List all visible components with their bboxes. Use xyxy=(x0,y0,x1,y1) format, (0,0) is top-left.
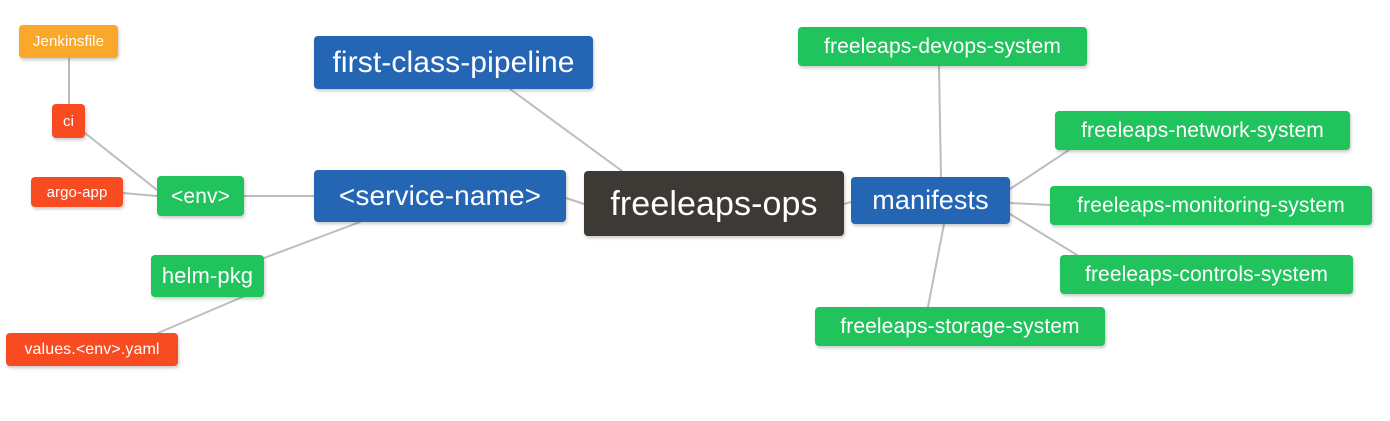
edge-service-name-to-freeleaps-ops xyxy=(565,197,585,205)
node-label: freeleaps-network-system xyxy=(1081,119,1324,142)
edge-argo-app-to-env xyxy=(122,192,158,197)
node-label: <env> xyxy=(171,184,230,208)
node-freeleaps-controls-system[interactable]: freeleaps-controls-system xyxy=(1060,255,1353,294)
edge-helm-pkg-to-service-name xyxy=(263,221,361,259)
node-env[interactable]: <env> xyxy=(157,176,244,216)
node-first-class-pipeline[interactable]: first-class-pipeline xyxy=(314,36,593,89)
node-service-name[interactable]: <service-name> xyxy=(314,170,566,222)
node-label: first-class-pipeline xyxy=(332,45,575,79)
node-label: freeleaps-controls-system xyxy=(1085,263,1328,286)
node-label: freeleaps-monitoring-system xyxy=(1077,194,1345,217)
node-freeleaps-network-system[interactable]: freeleaps-network-system xyxy=(1055,111,1350,150)
node-label: manifests xyxy=(872,185,989,215)
node-jenkinsfile[interactable]: Jenkinsfile xyxy=(19,25,118,58)
node-freeleaps-monitoring-system[interactable]: freeleaps-monitoring-system xyxy=(1050,186,1372,225)
node-freeleaps-storage-system[interactable]: freeleaps-storage-system xyxy=(815,307,1105,346)
node-label: Jenkinsfile xyxy=(32,33,105,50)
edge-manifests-to-freeleaps-network-system xyxy=(1009,149,1070,190)
edge-first-class-pipeline-to-freeleaps-ops xyxy=(509,88,623,172)
node-freeleaps-devops-system[interactable]: freeleaps-devops-system xyxy=(798,27,1087,66)
edge-manifests-to-freeleaps-monitoring-system xyxy=(1009,202,1051,206)
node-label: freeleaps-ops xyxy=(610,184,818,223)
node-label: <service-name> xyxy=(338,180,542,211)
node-label: freeleaps-storage-system xyxy=(840,315,1080,338)
node-helm-pkg[interactable]: helm-pkg xyxy=(151,255,264,297)
node-label: argo-app xyxy=(46,183,108,201)
edge-freeleaps-ops-to-manifests xyxy=(843,201,852,205)
node-label: ci xyxy=(62,112,75,130)
node-argo-app[interactable]: argo-app xyxy=(31,177,123,207)
edge-manifests-to-freeleaps-devops-system xyxy=(938,65,942,178)
node-label: freeleaps-devops-system xyxy=(824,35,1061,58)
edge-values-yaml-to-helm-pkg xyxy=(157,294,248,334)
node-values-yaml[interactable]: values.<env>.yaml xyxy=(6,333,178,366)
node-ci[interactable]: ci xyxy=(52,104,85,138)
edge-manifests-to-freeleaps-storage-system xyxy=(927,223,945,308)
node-label: helm-pkg xyxy=(161,263,254,288)
node-label: values.<env>.yaml xyxy=(24,340,160,358)
node-manifests[interactable]: manifests xyxy=(851,177,1010,224)
node-freeleaps-ops[interactable]: freeleaps-ops xyxy=(584,171,844,236)
